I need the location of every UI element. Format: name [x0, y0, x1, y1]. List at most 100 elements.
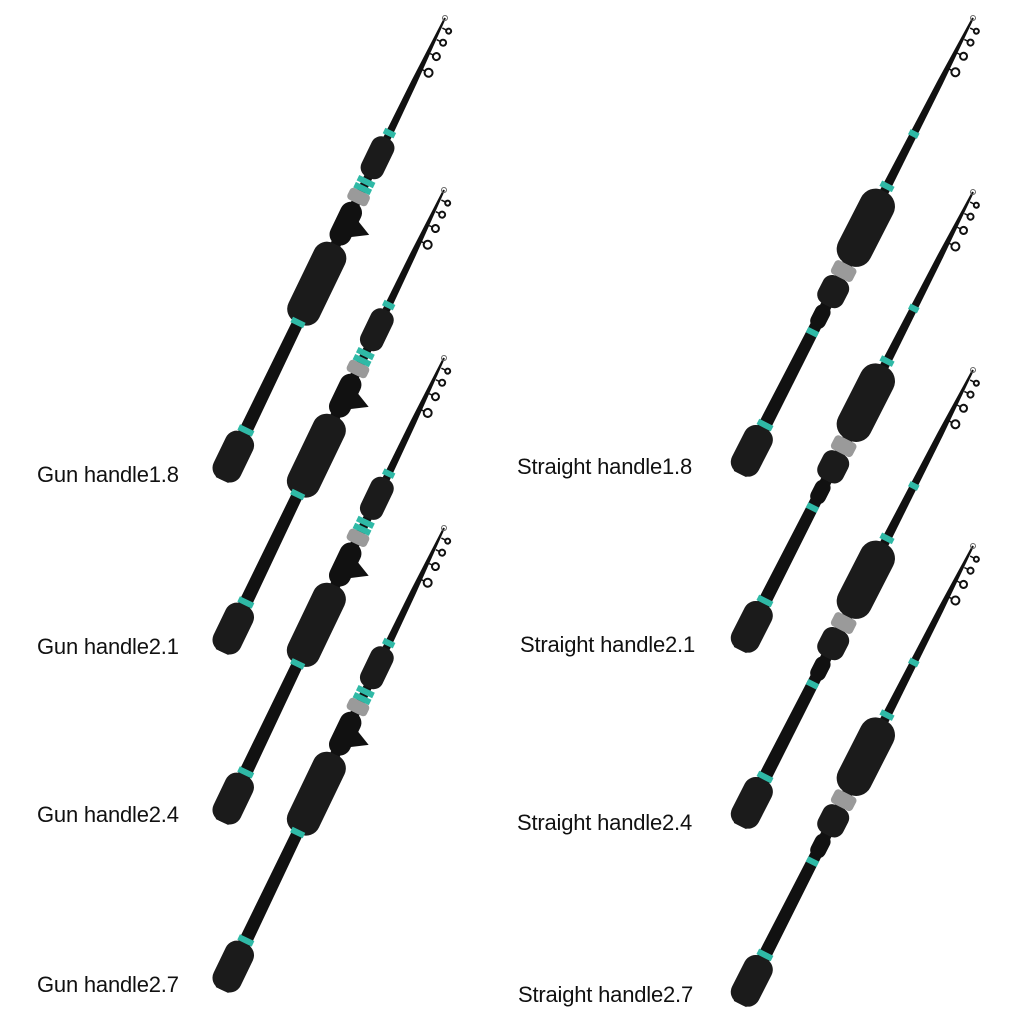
fore-grip — [360, 136, 395, 180]
line-guide — [972, 379, 980, 387]
straight-handle-rod-1 — [730, 14, 980, 478]
line-guide — [966, 390, 975, 399]
teal-ring — [756, 948, 774, 962]
gun-handle-label-3: Gun handle2.4 — [37, 802, 179, 827]
teal-ring — [237, 424, 255, 437]
butt-grip — [730, 777, 773, 829]
guide-foot — [969, 555, 975, 559]
upper-grip — [836, 717, 895, 796]
straight-handle-label-2: Straight handle2.1 — [520, 632, 695, 657]
gun-handle-label-1: Gun handle1.8 — [37, 462, 179, 487]
line-guide — [966, 212, 975, 221]
teal-ring — [290, 488, 306, 501]
guide-foot — [956, 226, 962, 230]
guide-foot — [963, 566, 969, 570]
teal-ring — [355, 685, 375, 699]
gun-handle-rod-4 — [212, 524, 452, 994]
teal-ring — [756, 418, 774, 432]
trigger — [349, 730, 369, 748]
reel-seat-lower — [810, 304, 831, 329]
teal-ring — [352, 691, 372, 706]
teal-ring — [356, 175, 376, 189]
line-guide — [423, 67, 434, 78]
butt-grip — [730, 954, 773, 1007]
reel-seat-lower — [810, 479, 831, 505]
lower-grip — [817, 627, 850, 661]
straight-handle-label-1: Straight handle1.8 — [517, 454, 692, 479]
guide-foot — [435, 210, 440, 215]
line-guide — [438, 210, 447, 219]
lower-grip — [817, 275, 850, 309]
line-guide — [438, 378, 447, 387]
line-guide — [966, 38, 975, 47]
line-guide — [959, 51, 969, 61]
line-guide — [444, 367, 452, 375]
main-grip — [286, 582, 346, 667]
line-guide — [430, 562, 440, 572]
gun-handle-rod-1 — [212, 15, 453, 484]
reel-seat — [329, 201, 363, 246]
line-guide — [972, 27, 980, 35]
tip-top — [969, 14, 976, 21]
guide-foot — [969, 27, 975, 31]
guide-foot — [428, 392, 434, 397]
teal-ring — [756, 594, 774, 608]
teal-ring — [290, 826, 306, 839]
guide-foot — [441, 367, 446, 371]
line-guide — [445, 27, 453, 35]
tip-top — [970, 188, 977, 195]
teal-ring — [907, 657, 920, 668]
reel-seat — [328, 373, 362, 418]
line-guide — [972, 555, 980, 563]
guide-foot — [442, 27, 447, 31]
reel-seat-ring — [830, 260, 857, 282]
guide-foot — [441, 537, 446, 541]
upper-grip — [836, 188, 895, 267]
butt-grip — [730, 600, 773, 653]
teal-ring — [907, 303, 920, 314]
teal-ring — [756, 770, 774, 784]
teal-ring — [879, 532, 895, 545]
teal-ring — [382, 127, 397, 139]
line-guide — [959, 403, 969, 413]
reel-seat-lower — [810, 833, 831, 859]
line-guide — [430, 224, 440, 234]
guide-foot — [956, 52, 962, 56]
teal-ring — [355, 347, 375, 361]
line-guide — [959, 579, 969, 589]
teal-ring — [879, 180, 895, 193]
line-guide — [431, 52, 441, 62]
teal-ring — [355, 515, 375, 529]
reel-seat-ring — [830, 435, 857, 458]
guide-foot — [948, 242, 954, 246]
guide-foot — [421, 579, 426, 583]
teal-ring — [353, 181, 373, 196]
tip-top — [969, 366, 976, 373]
guide-foot — [421, 69, 427, 73]
guide-foot — [948, 596, 954, 600]
guide-foot — [956, 580, 962, 584]
guide-foot — [421, 241, 426, 245]
fore-grip — [359, 308, 394, 352]
line-guide — [950, 241, 961, 252]
main-grip — [286, 413, 346, 498]
guide-foot — [969, 379, 975, 383]
guide-foot — [948, 68, 954, 72]
guide-foot — [435, 379, 440, 383]
reel-seat-lower — [810, 656, 831, 681]
butt-grip — [730, 425, 773, 477]
tip-top — [441, 186, 448, 193]
straight-handle-rod-4 — [730, 542, 980, 1008]
guide-foot — [948, 420, 954, 424]
teal-ring — [237, 596, 255, 609]
line-guide — [422, 577, 433, 588]
line-guide — [438, 548, 447, 557]
reel-seat — [328, 711, 362, 756]
tip-top — [440, 354, 447, 361]
butt-grip — [212, 430, 255, 483]
fore-grip — [359, 646, 394, 690]
tip-top — [970, 542, 977, 549]
line-guide — [966, 566, 975, 575]
